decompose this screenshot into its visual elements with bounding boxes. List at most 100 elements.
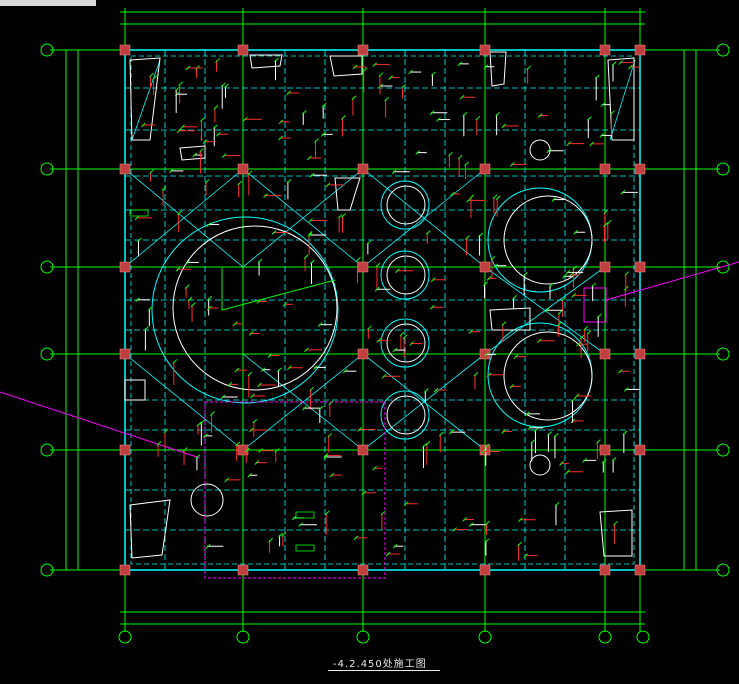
rebar-tick-mark xyxy=(281,532,287,537)
rebar-tick-mark xyxy=(611,456,617,462)
rebar-tick-mark xyxy=(327,432,333,438)
rebar-tick-mark xyxy=(177,210,183,215)
rebar-tick-mark xyxy=(429,304,435,310)
rebar-tick-mark xyxy=(422,443,427,448)
rebar-tick-mark xyxy=(184,284,190,290)
rebar-tick-mark xyxy=(501,123,507,129)
rebar-tick-mark xyxy=(341,213,346,218)
rebar-tick-mark xyxy=(623,387,629,392)
rebar-tick-mark xyxy=(562,273,567,279)
rebar-tick-mark xyxy=(596,313,602,319)
rebar-tick-mark xyxy=(423,388,429,393)
rebar-tick-mark xyxy=(147,306,153,311)
note-boxes xyxy=(129,209,315,552)
rebar-tick-mark xyxy=(484,538,490,544)
rebar-tick-mark xyxy=(362,67,368,73)
rebar-tick-mark xyxy=(302,405,307,411)
rebar-tick-mark xyxy=(399,331,405,337)
rebar-tick-mark xyxy=(187,296,193,302)
rebar-tick-mark xyxy=(180,124,185,130)
rebar-tick-mark xyxy=(395,268,400,274)
rebar-tick-mark xyxy=(548,283,554,288)
drawing-title: -4.2.450处施工图 xyxy=(333,659,427,670)
rebar-tick-mark xyxy=(599,133,605,138)
rebar-tick-mark xyxy=(591,282,597,288)
rebar-tick-mark xyxy=(462,517,468,522)
rebar-tick-mark xyxy=(492,194,498,200)
rebar-tick-mark xyxy=(361,490,367,496)
rebar-tick-mark xyxy=(576,341,581,347)
rebar-tick-mark xyxy=(337,213,343,219)
rebar-tick-mark xyxy=(530,439,536,445)
rebar-tick-mark xyxy=(144,326,149,331)
rebar-tick-mark xyxy=(473,371,479,377)
tank-right-lower xyxy=(487,322,593,428)
rebar-tick-mark xyxy=(286,365,292,371)
rebar-tick-mark xyxy=(242,116,248,122)
rebar-tick-mark xyxy=(325,182,331,188)
rebar-tick-mark xyxy=(278,135,283,141)
rebar-tick-mark xyxy=(185,65,191,71)
rebar-tick-mark xyxy=(517,541,522,547)
rebar-tick-mark xyxy=(152,75,157,81)
rebar-tick-mark xyxy=(425,440,431,446)
rebar-tick-mark xyxy=(307,231,313,236)
rebar-tick-mark xyxy=(594,74,600,80)
rebar-tick-mark xyxy=(258,448,263,454)
rebar-tick-mark xyxy=(192,152,198,158)
rebar-tick-mark xyxy=(510,162,515,167)
rebar-tick-mark xyxy=(457,154,463,160)
rebar-tick-mark xyxy=(551,197,557,202)
rebar-tick-mark xyxy=(610,110,615,115)
rebar-tick-mark xyxy=(256,382,262,388)
rebar-tick-mark xyxy=(448,151,453,157)
rebar-tick-mark xyxy=(175,266,181,272)
rebar-tick-mark xyxy=(484,443,490,449)
rebar-tick-mark xyxy=(372,62,378,68)
rebar-tick-mark xyxy=(172,359,178,364)
rebar-tick-mark xyxy=(534,427,539,433)
rebar-tick-mark xyxy=(357,427,362,432)
rebar-tick-mark xyxy=(140,122,146,128)
rebar-tick-mark xyxy=(247,371,253,377)
rebar-tick-mark xyxy=(464,161,469,167)
rebar-tick-mark xyxy=(524,411,530,417)
rebar-tick-mark xyxy=(215,58,220,63)
rebar-tick-mark xyxy=(220,394,226,400)
rebar-tick-mark xyxy=(544,307,550,313)
rebar-tick-mark xyxy=(268,537,273,543)
rebar-tick-mark xyxy=(624,271,630,276)
window-strip xyxy=(0,0,96,6)
rebar-tick-mark xyxy=(518,517,523,523)
rebar-tick-mark xyxy=(385,551,391,557)
rebar-tick-mark xyxy=(486,372,492,378)
rebar-tick-mark xyxy=(384,96,390,102)
dimension-frame xyxy=(65,11,697,625)
rebar-tick-mark xyxy=(485,520,490,526)
rebar-tick-mark xyxy=(199,148,204,153)
rebar-tick-mark xyxy=(501,429,506,434)
rebar-tick-mark xyxy=(200,117,205,123)
rebar-annotations xyxy=(134,57,641,561)
rebar-tick-mark xyxy=(618,60,623,65)
rebar-tick-mark xyxy=(429,110,435,116)
rebar-tick-mark xyxy=(149,169,154,174)
rebar-tick-mark xyxy=(462,111,468,117)
rebar-tick-mark xyxy=(328,400,334,406)
rebar-tick-mark xyxy=(212,124,218,130)
rebar-tick-mark xyxy=(495,195,501,201)
rebar-tick-mark xyxy=(573,229,579,235)
rebar-tick-mark xyxy=(490,255,496,261)
rebar-tick-mark xyxy=(565,469,571,475)
rebar-tick-mark xyxy=(468,329,474,335)
rebar-tick-mark xyxy=(522,272,528,277)
rebar-tick-mark xyxy=(425,230,431,235)
rebar-tick-mark xyxy=(291,515,297,521)
rebar-tick-mark xyxy=(526,65,532,71)
rebar-tick-mark xyxy=(215,131,221,137)
rebar-tick-mark xyxy=(309,386,314,392)
rebar-tick-mark xyxy=(495,111,500,117)
rebar-tick-mark xyxy=(392,347,398,353)
rebar-tick-mark xyxy=(174,86,180,92)
